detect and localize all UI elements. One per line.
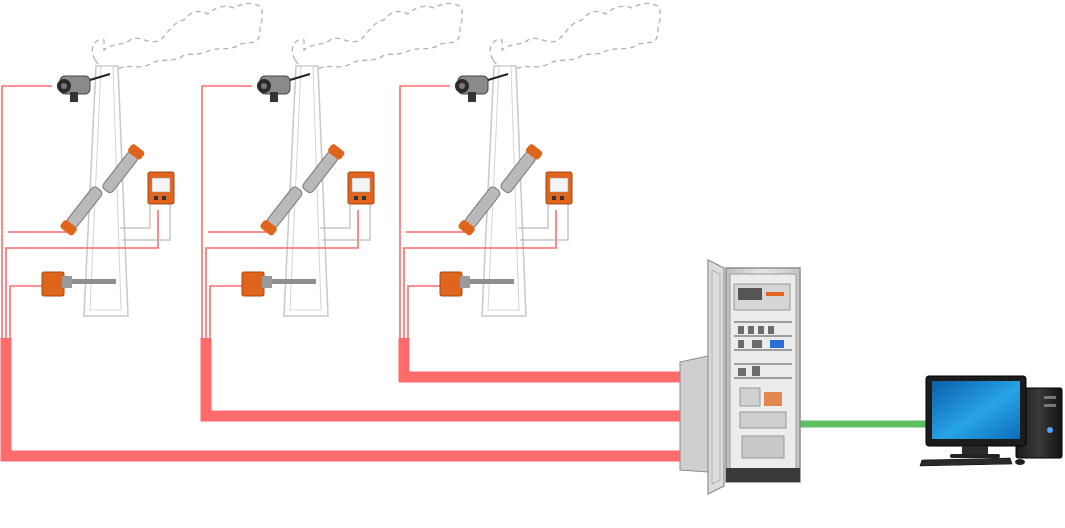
signal-bundle-lines <box>0 338 690 462</box>
computer-workstation <box>919 375 1063 467</box>
signal-bundle-stack-2 <box>200 338 690 422</box>
stack-1 <box>1 2 263 341</box>
signal-bundle-stack-1 <box>0 338 690 462</box>
stack-3 <box>399 2 661 341</box>
stack-2 <box>201 2 463 341</box>
signal-bundle-stack-3 <box>398 338 690 383</box>
analyzer-cabinet <box>679 259 801 495</box>
